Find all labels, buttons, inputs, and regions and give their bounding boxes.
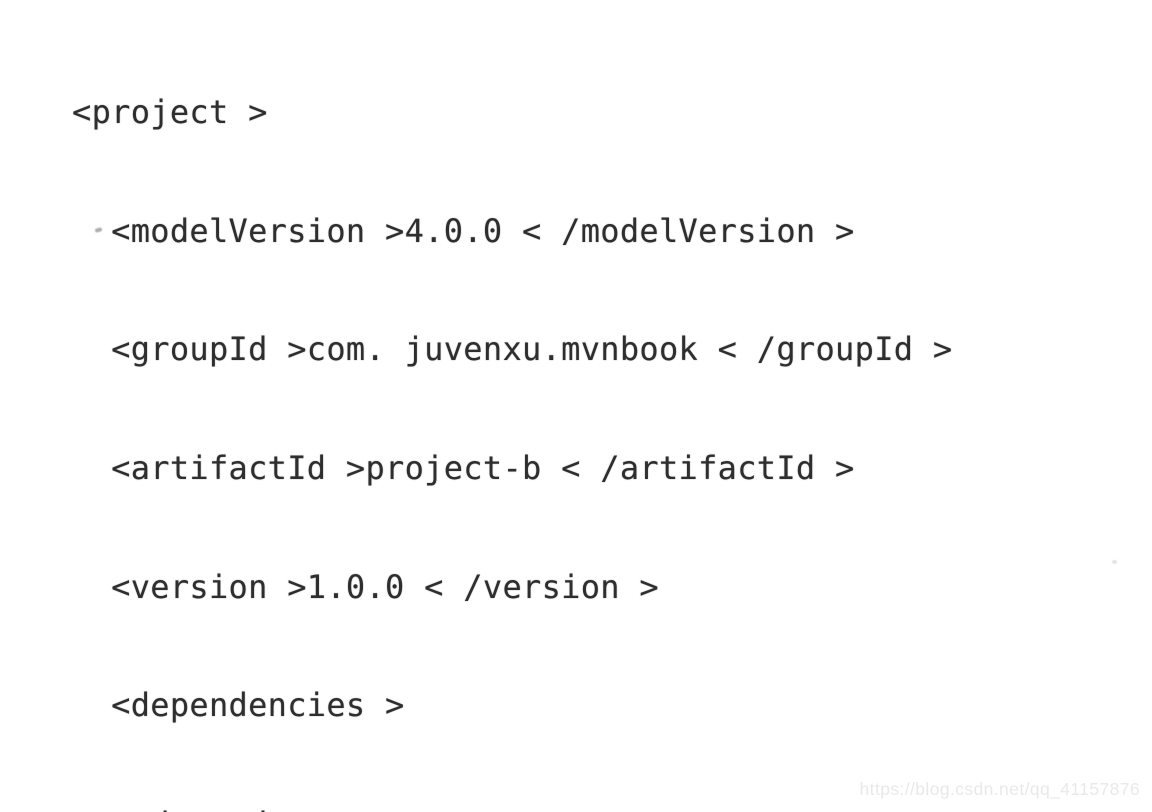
pom-xml-code-listing: <project > <modelVersion >4.0.0 < /model… [72,14,1129,812]
code-line: <modelVersion >4.0.0 < /modelVersion > [72,211,855,250]
code-line: <dependency > [72,805,1129,812]
scan-artifact-speck [1112,560,1117,564]
code-line: <groupId >com. juvenxu.mvnbook < /groupI… [72,330,953,369]
code-line: <dependencies > [72,686,405,725]
code-line: <version >1.0.0 < /version > [72,567,659,606]
code-line: <project > [72,93,268,132]
csdn-watermark: https://blog.csdn.net/qq_41157876 [859,779,1140,799]
code-line: <artifactId >project-b < /artifactId > [72,449,855,488]
